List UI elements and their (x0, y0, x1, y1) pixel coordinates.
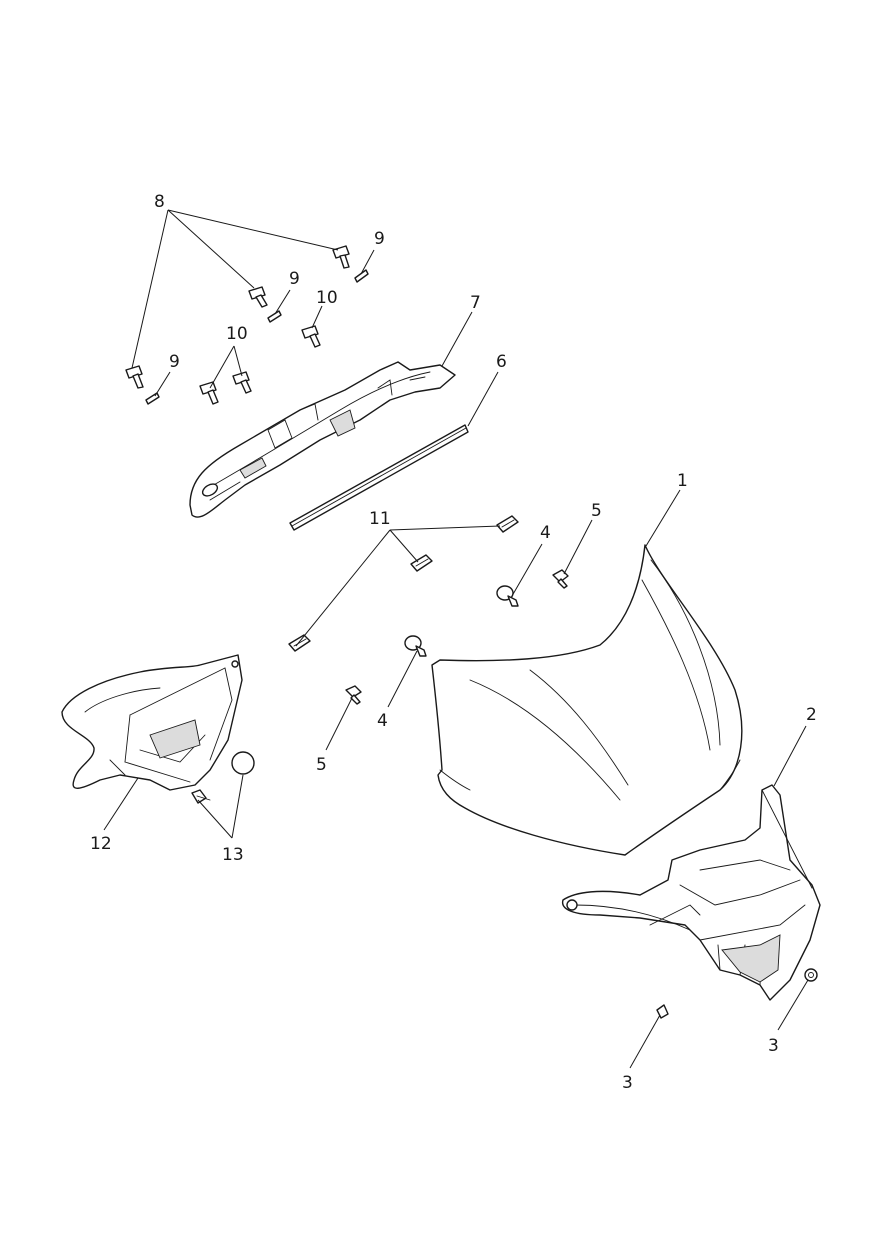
part-6-seal-strip (289, 424, 469, 531)
part-11-clip-b (410, 554, 433, 572)
part-4-wellnut-a (496, 585, 519, 607)
part-7-trim-panel (189, 361, 456, 518)
callout-11: 11 (369, 509, 391, 529)
callout-1: 1 (677, 471, 688, 491)
part-10-bolt-b (199, 381, 219, 405)
callout-5-lower: 5 (316, 755, 327, 775)
callout-12: 12 (90, 834, 112, 854)
part-9-spring-b (267, 310, 282, 323)
callout-10-right: 10 (316, 288, 338, 308)
part-2-bracket (562, 784, 821, 1001)
part-1-windscreen (431, 544, 743, 856)
callout-7: 7 (470, 293, 481, 313)
part-4-wellnut-b (404, 635, 427, 657)
callout-3-right: 3 (768, 1036, 779, 1056)
part-13-pad (231, 751, 255, 775)
part-10-bolt-a (301, 325, 321, 348)
leader-lines (103, 209, 809, 1069)
callout-4-lower: 4 (377, 711, 388, 731)
part-13-clip (191, 789, 211, 804)
callout-6: 6 (496, 352, 507, 372)
part-9-spring-c (145, 392, 160, 405)
callout-13: 13 (222, 845, 244, 865)
part-8-screw-a (332, 245, 350, 269)
part-3-nut-a (656, 1004, 669, 1019)
part-11-clip-c (288, 634, 311, 652)
callout-9-top: 9 (374, 229, 385, 249)
callout-3-lower: 3 (622, 1073, 633, 1093)
part-9-spring-a (354, 269, 369, 283)
callout-2: 2 (806, 705, 817, 725)
callout-10-left: 10 (226, 324, 248, 344)
part-3-nut-b (804, 968, 818, 982)
part-8-screw-c (125, 365, 144, 389)
part-12-side-cover (61, 654, 243, 791)
part-8-screw-b (248, 286, 268, 308)
callout-9-middle: 9 (289, 269, 300, 289)
callout-4-upper: 4 (540, 523, 551, 543)
callout-labels: 1 2 3 3 4 4 5 5 6 7 8 9 9 9 10 10 11 12 … (90, 192, 817, 1093)
callout-5-upper: 5 (591, 501, 602, 521)
part-5-screw-b (345, 685, 362, 705)
callout-8: 8 (154, 192, 165, 212)
part-5-screw-a (552, 569, 569, 589)
part-11-clip-a (496, 515, 519, 533)
callout-9-left: 9 (169, 352, 180, 372)
